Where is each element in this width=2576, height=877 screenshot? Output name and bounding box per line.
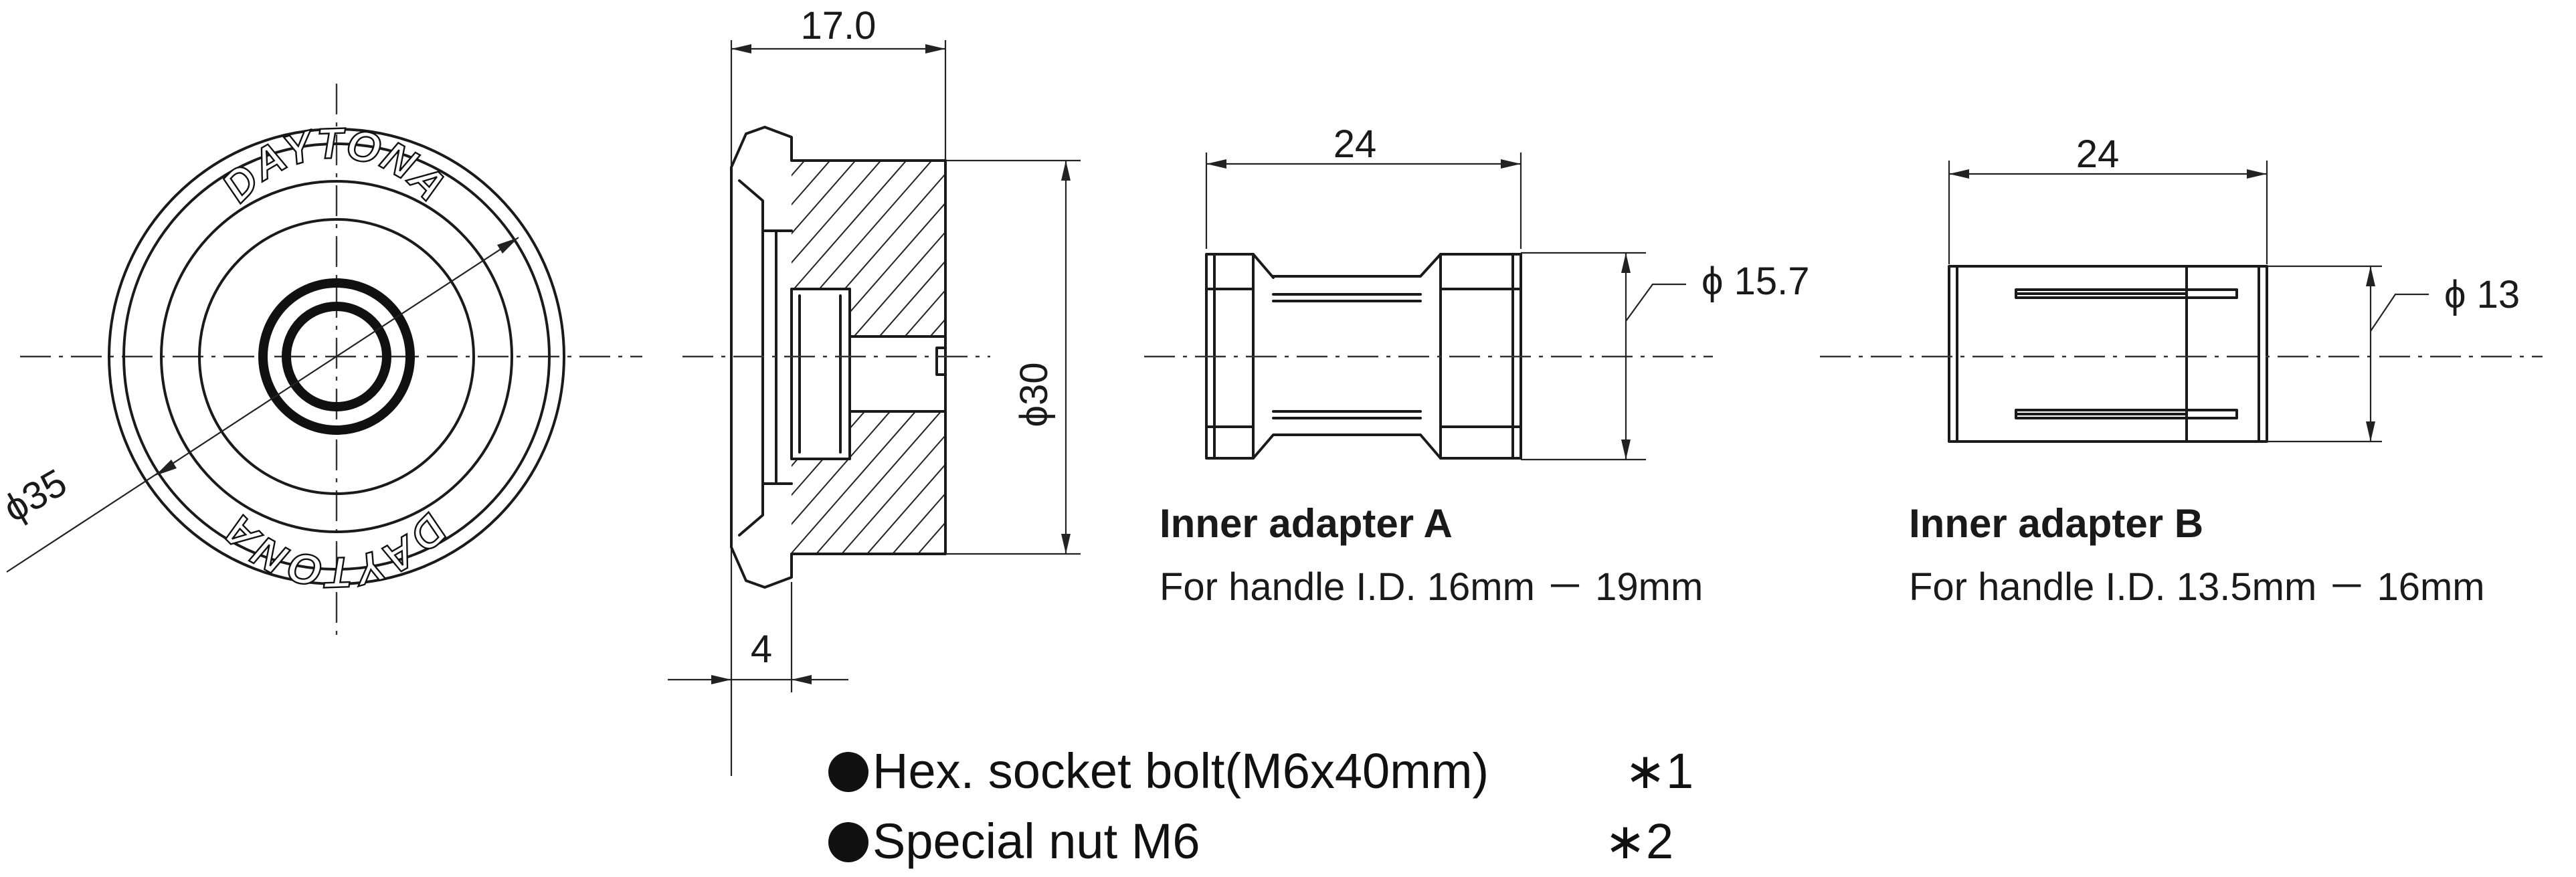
hatch-line: [801, 162, 945, 553]
hatch-line: [852, 162, 945, 553]
hatch-line: [826, 162, 945, 553]
dim-flange: 4: [751, 627, 772, 671]
hatch-line: [792, 162, 945, 553]
hatch-line: [792, 162, 945, 553]
parts-item-label: Hex. socket bolt(M6x40mm): [872, 743, 1489, 799]
hatch-line: [792, 162, 940, 553]
adapter-b-title: Inner adapter B: [1909, 501, 2204, 546]
hatch-line: [792, 162, 945, 553]
hatch-line: [792, 162, 915, 553]
adapter-b-drawing: 24 ϕ 13: [1820, 132, 2543, 443]
adapter-a-drawing: 24 ϕ 15.7: [1144, 122, 1809, 461]
parts-item-label: Special nut M6: [872, 813, 1200, 869]
dim-adapter-b-diameter: ϕ 13: [2444, 273, 2520, 316]
logo-top: DAYTONA: [212, 119, 456, 211]
hatch-line: [792, 162, 945, 553]
dim-adapter-b-length: 24: [2076, 132, 2120, 176]
hatch-line: [877, 162, 945, 553]
parts-item-mark: ∗2: [1604, 813, 1674, 869]
parts-item-nut: Special nut M6: [828, 813, 1200, 870]
adapter-a-title: Inner adapter A: [1160, 501, 1453, 546]
hatch-line: [792, 162, 945, 553]
adapter-a-subtitle: For handle I.D. 16mm － 19mm: [1160, 565, 1704, 609]
hatch-line: [928, 162, 945, 553]
dim-adapter-a-diameter: ϕ 15.7: [1701, 260, 1809, 303]
hatch-line: [792, 162, 889, 553]
dim-width: 17.0: [801, 4, 877, 47]
adapter-b-subtitle: For handle I.D. 13.5mm － 16mm: [1909, 565, 2485, 609]
dim-body-diameter: ϕ30: [1012, 363, 1056, 427]
hatch-line: [792, 162, 945, 553]
hatch-line: [954, 94, 1422, 629]
hatch-line: [792, 162, 945, 553]
hatch-line: [1030, 94, 1499, 629]
dim-outer-diameter: ϕ35: [0, 460, 74, 530]
hatch-line: [792, 162, 945, 553]
bullet-icon: [828, 752, 868, 792]
hatch-line: [792, 162, 945, 553]
hatch-line: [792, 162, 945, 553]
front-view: DAYTONA DAYTONA ϕ35: [0, 84, 642, 636]
parts-item-mark: ∗1: [1625, 743, 1694, 799]
hatch-line: [1056, 94, 1524, 629]
side-section-view: 17.0 ϕ30 4: [668, 4, 1524, 776]
dim-adapter-a-length: 24: [1333, 122, 1377, 166]
hatch-line: [1005, 94, 1473, 629]
hatch-line: [792, 162, 945, 553]
parts-item-bolt: Hex. socket bolt(M6x40mm): [828, 743, 1489, 799]
bullet-icon: [828, 822, 868, 862]
hatch-line: [903, 162, 945, 553]
hatch-line: [792, 162, 945, 553]
